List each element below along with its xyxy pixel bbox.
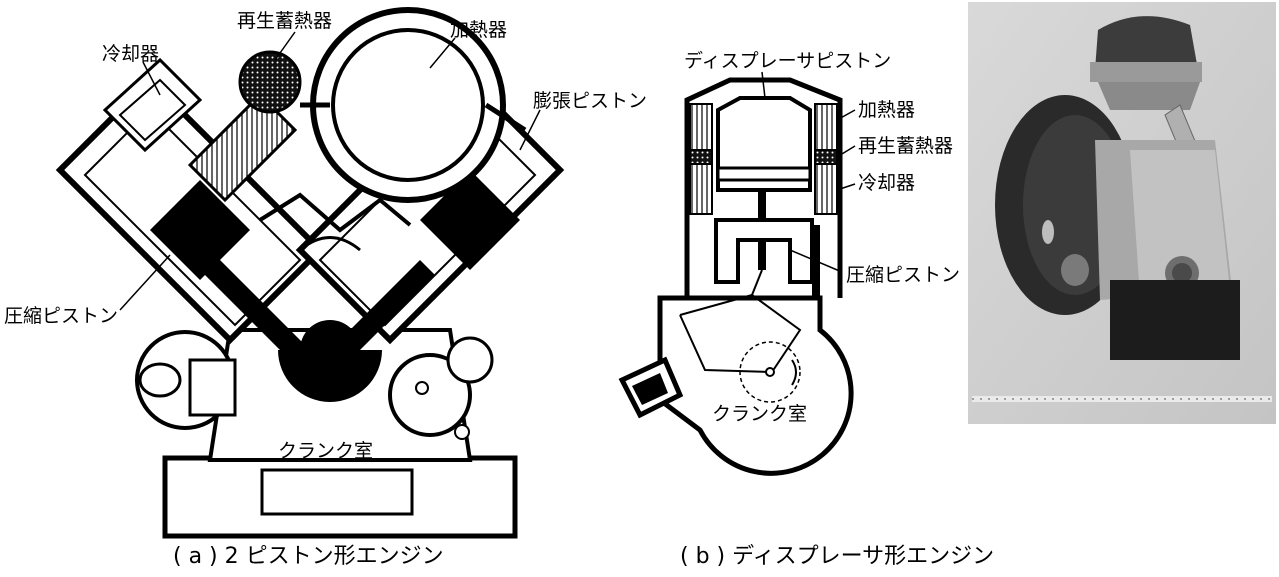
caption-b: ( b ) ディスプレーサ形エンジン [680,544,994,569]
crankcase-label-a: クランク室 [278,440,373,462]
regenerator-label-a: 再生蓄熱器 [237,10,332,32]
two-piston-engine-diagram [55,7,565,539]
displacer-piston-label: ディスプレーサピストン [684,50,891,72]
heater-label-b: 加熱器 [858,99,915,121]
cooler-label-b: 冷却器 [858,172,915,194]
expansion-piston-label: 膨張ピストン [533,90,647,112]
crankcase-label-b: クランク室 [712,403,807,425]
regenerator-label-b: 再生蓄熱器 [858,135,953,157]
cooler-label-a: 冷却器 [102,43,159,65]
engine-photo-icon [968,2,1276,424]
caption-a: ( a ) 2 ピストン形エンジン [173,544,444,569]
compression-piston-label-b: 圧縮ピストン [846,264,960,286]
compression-piston-label-a: 圧縮ピストン [4,305,118,327]
heater-label-a: 加熱器 [450,19,507,41]
displacer-engine-diagram [618,71,856,476]
